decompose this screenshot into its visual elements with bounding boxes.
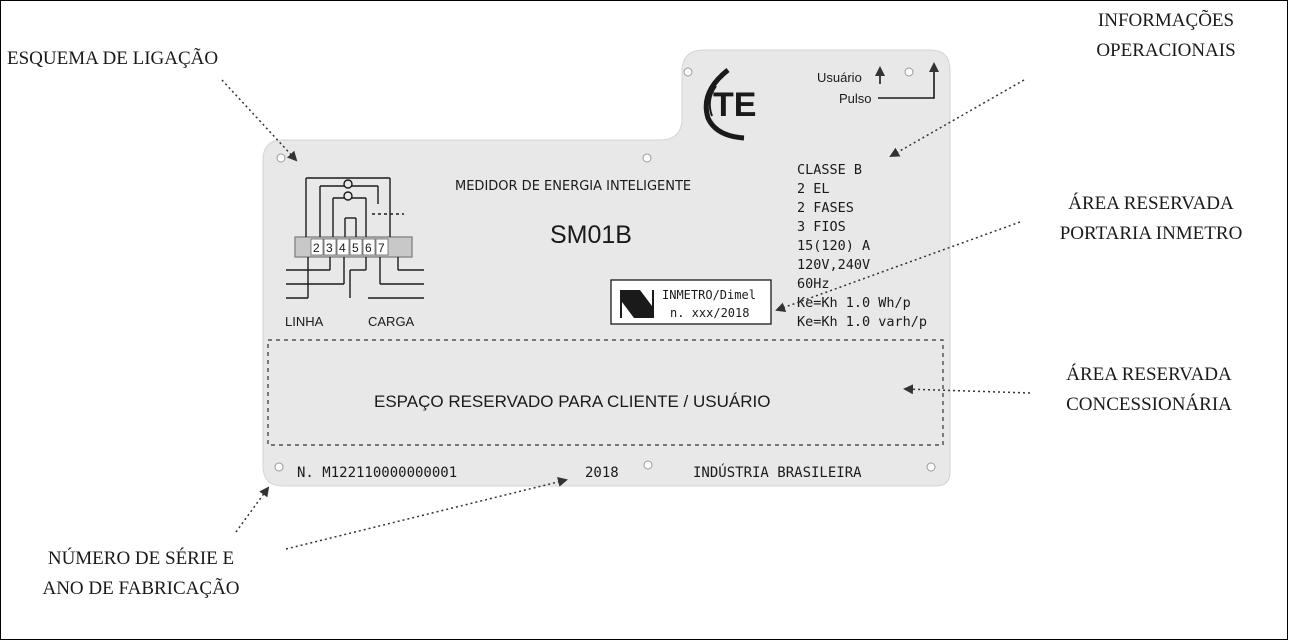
terminal-number: 6 — [365, 241, 372, 255]
pulse-arrow-icon — [878, 62, 939, 99]
callout-serial-year-line2: ANO DE FABRICAÇÃO — [42, 578, 240, 599]
made-in-label: INDÚSTRIA BRASILEIRA — [693, 463, 862, 481]
mounting-holes — [274, 67, 936, 472]
callout-operational-info-line2: OPERACIONAIS — [1096, 40, 1236, 61]
load-label: CARGA — [368, 314, 415, 329]
terminal-number: 4 — [339, 241, 346, 255]
current-coil — [343, 179, 353, 189]
callout-wiring-scheme-text: ESQUEMA DE LIGAÇÃO — [7, 48, 219, 69]
mounting-hole — [904, 67, 914, 77]
logo-text: TE — [713, 86, 756, 124]
inmetro-logo-icon — [620, 290, 654, 318]
line-label: LINHA — [285, 314, 324, 329]
serial-number: N. M122110000000001 — [297, 465, 457, 481]
nameplate-svg: TE Usuário Pulso — [221, 49, 1031, 550]
leader-utility — [903, 384, 1031, 395]
model-number: SM01B — [550, 221, 632, 249]
inmetro-line2: n. xxx/2018 — [670, 306, 749, 320]
inmetro-seal: INMETRO/Dimel n. xxx/2018 — [610, 279, 772, 325]
pulse-label: Pulso — [839, 91, 872, 106]
spec-item: Ke=Kh 1.0 Wh/p — [797, 295, 911, 311]
spec-item: Ke=Kh 1.0 varh/p — [797, 314, 927, 330]
reserved-space-box — [267, 339, 944, 446]
spec-item: CLASSE B — [797, 162, 862, 178]
callout-utility-area-line2: CONCESSIONÁRIA — [1066, 394, 1232, 415]
callout-serial-year-line1: NÚMERO DE SÉRIE E — [47, 548, 235, 569]
mounting-hole — [643, 460, 653, 470]
callout-utility-area: ÁREA RESERVADA CONCESSIONÁRIA — [1034, 360, 1264, 420]
manufacturing-year: 2018 — [585, 465, 619, 481]
mounting-hole — [683, 67, 693, 77]
leader-operational — [889, 79, 1025, 157]
terminal-number: 3 — [326, 241, 333, 255]
spec-item: 2 EL — [797, 181, 830, 197]
leader-lines — [221, 79, 1031, 550]
meter-title: MEDIDOR DE ENERGIA INTELIGENTE — [455, 179, 691, 194]
terminal-numbers: 2 3 4 5 6 7 — [310, 238, 389, 256]
spec-item: 15(120) A — [797, 238, 870, 254]
callout-wiring-scheme: ESQUEMA DE LIGAÇÃO — [7, 44, 218, 74]
terminal-number: 2 — [313, 241, 320, 255]
callout-inmetro-area-line2: PORTARIA INMETRO — [1059, 223, 1243, 244]
mounting-hole — [276, 153, 286, 163]
mounting-hole — [642, 153, 652, 163]
spec-item: 3 FIOS — [797, 219, 846, 235]
inmetro-line1: INMETRO/Dimel — [662, 288, 756, 302]
mounting-hole — [274, 462, 284, 472]
callout-serial-year: NÚMERO DE SÉRIE E ANO DE FABRICAÇÃO — [2, 544, 280, 604]
terminal-number: 5 — [352, 241, 359, 255]
spec-list: CLASSE B 2 EL 2 FASES 3 FIOS 15(120) A 1… — [797, 162, 927, 330]
leader-serial-number — [235, 486, 270, 533]
reserved-space-text: ESPAÇO RESERVADO PARA CLIENTE / USUÁRIO — [374, 392, 770, 411]
leader-wiring — [221, 79, 298, 162]
terminal-number: 7 — [378, 241, 385, 255]
spec-item: 2 FASES — [797, 200, 854, 216]
spec-item: 60Hz — [797, 276, 830, 292]
spec-item: 120V,240V — [797, 257, 870, 273]
brand-logo: TE — [703, 68, 756, 141]
leader-inmetro — [775, 221, 1021, 312]
user-pulse-label: Usuário — [817, 70, 862, 85]
callout-operational-info: INFORMAÇÕES OPERACIONAIS — [1068, 6, 1264, 66]
leader-year — [285, 477, 568, 550]
mounting-hole — [926, 462, 936, 472]
pulse-output-indicators: Usuário Pulso — [817, 62, 939, 106]
callout-inmetro-area: ÁREA RESERVADA PORTARIA INMETRO — [1024, 189, 1278, 249]
callout-utility-area-line1: ÁREA RESERVADA — [1066, 364, 1232, 385]
callout-operational-info-line1: INFORMAÇÕES — [1097, 10, 1235, 31]
current-coil — [343, 191, 353, 201]
callout-inmetro-area-line1: ÁREA RESERVADA — [1068, 193, 1234, 214]
nameplate-body — [262, 49, 951, 487]
